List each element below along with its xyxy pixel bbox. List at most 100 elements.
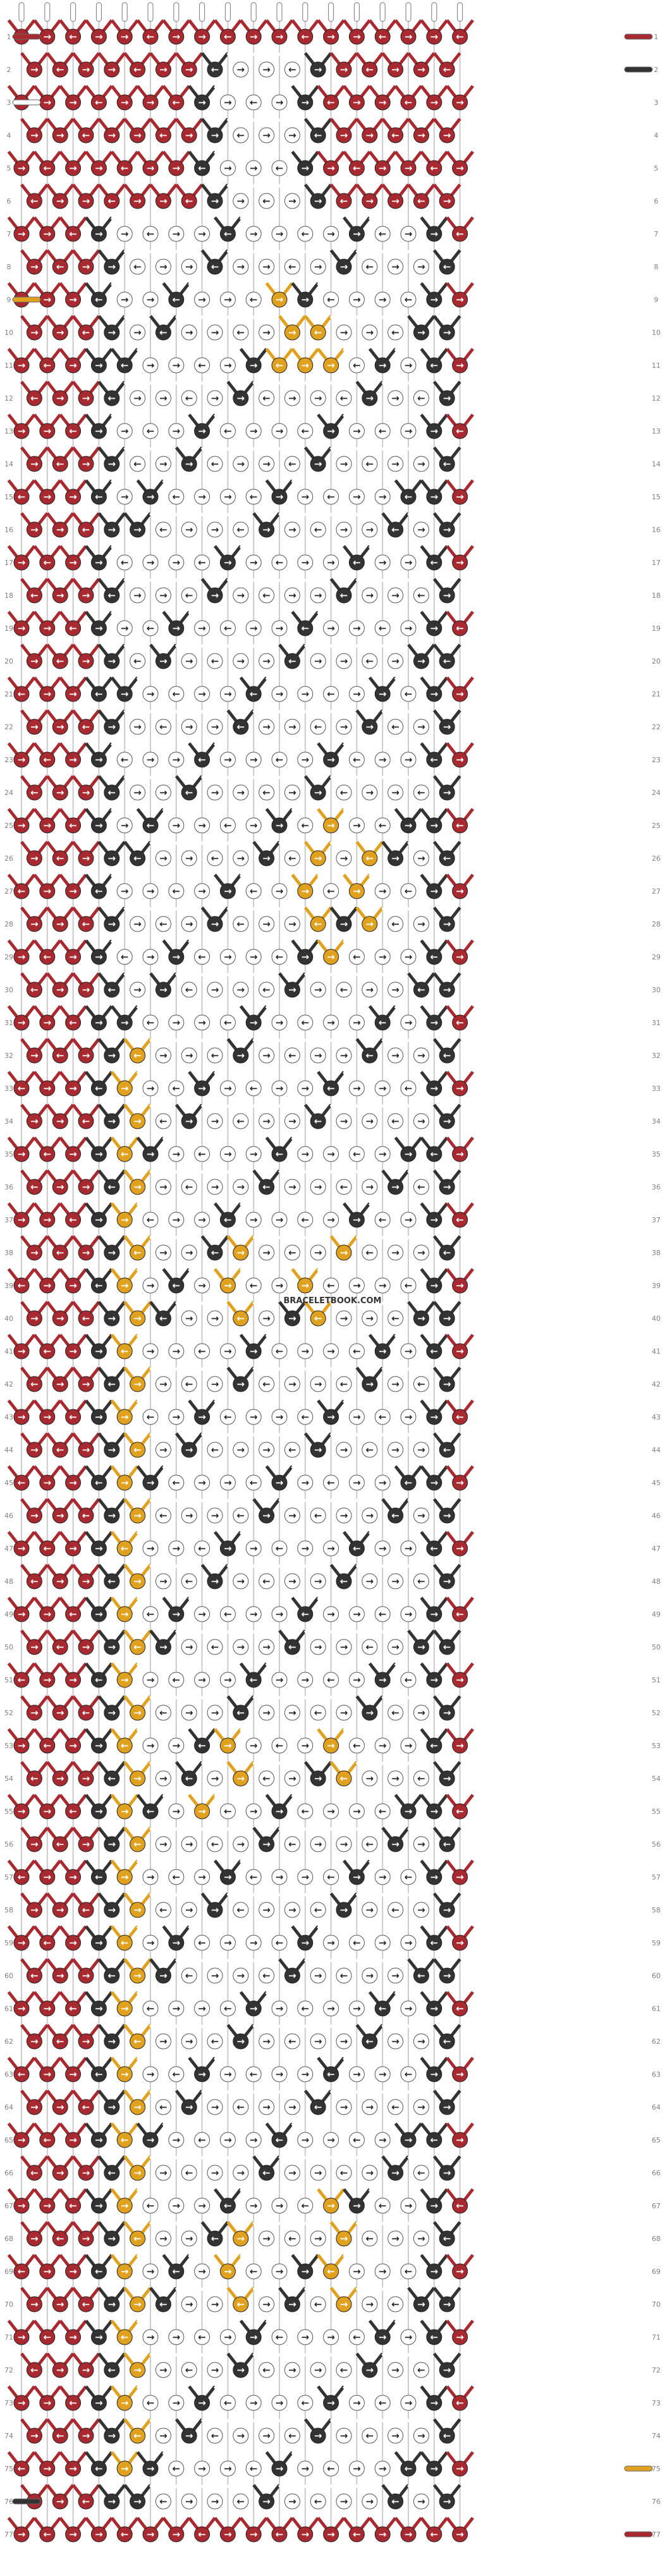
knot-arrow: → (173, 557, 181, 568)
knot-arrow: ← (456, 1411, 464, 1423)
knot-arrow: → (121, 491, 129, 502)
knot-arrow: ← (379, 1214, 387, 1225)
knot-arrow: → (147, 1280, 155, 1291)
knot-arrow: → (327, 2134, 335, 2146)
knot-arrow: → (366, 195, 374, 207)
knot-arrow: ← (18, 1280, 26, 1291)
knot-arrow: → (417, 130, 425, 141)
knot-arrow: ← (379, 1806, 387, 1817)
knot-arrow: → (185, 918, 193, 930)
knot-arrow: ← (56, 655, 64, 667)
knot-arrow: → (302, 1871, 310, 1883)
knot-arrow: ← (147, 2003, 155, 2014)
knot-arrow: → (430, 2069, 439, 2080)
knot-arrow: → (30, 1115, 39, 1127)
knot-arrow: ← (44, 557, 52, 568)
knot-arrow: ← (56, 458, 64, 470)
knot-arrow: → (82, 853, 90, 864)
knot-arrow: → (417, 1247, 425, 1258)
knot-arrow: → (18, 951, 26, 963)
knot-arrow: → (69, 491, 77, 502)
knot-arrow: → (430, 1674, 439, 1686)
knot-arrow: ← (456, 1608, 464, 1620)
knot-arrow: → (44, 31, 52, 42)
knot-arrow: → (391, 1181, 400, 1193)
knot-arrow: → (430, 885, 439, 897)
knot-arrow: → (340, 1247, 348, 1258)
knot-arrow: → (44, 1083, 52, 1094)
knot-arrow: ← (44, 1543, 52, 1554)
knot-arrow: → (159, 392, 168, 404)
knot-arrow: ← (173, 491, 181, 502)
knot-arrow: → (147, 491, 155, 502)
knot-arrow: ← (173, 294, 181, 305)
knot-arrow: ← (237, 130, 245, 141)
knot-arrow: → (159, 1838, 168, 1850)
knot-arrow: → (237, 1378, 245, 1390)
knot-arrow: ← (366, 1641, 374, 1653)
knot-arrow: → (288, 2101, 296, 2113)
knot-arrow: → (30, 1444, 39, 1455)
knot-arrow: → (262, 1444, 271, 1455)
knot-arrow: ← (82, 1904, 90, 1916)
knot-arrow: → (56, 2101, 64, 2113)
knot-arrow: → (443, 1115, 451, 1127)
knot-arrow: → (443, 1313, 451, 1324)
knot-arrow: ← (417, 1378, 425, 1390)
knot-arrow: → (95, 1806, 103, 1817)
knot-arrow: → (173, 1346, 181, 1357)
knot-arrow: → (405, 31, 413, 42)
knot-arrow: ← (340, 1378, 348, 1390)
knot-arrow: → (211, 327, 219, 338)
knot-arrow: → (314, 64, 322, 75)
knot-arrow: → (262, 261, 271, 272)
knot-arrow: ← (159, 1313, 168, 1324)
knot-arrow: ← (288, 853, 296, 864)
knot-arrow: → (353, 1608, 361, 1620)
knot-arrow: ← (340, 1181, 348, 1193)
knot-arrow: → (366, 1378, 374, 1390)
knot-arrow: → (121, 1214, 129, 1225)
knot-arrow: ← (159, 1904, 168, 1916)
knot-arrow: → (340, 1510, 348, 1521)
knot-arrow: ← (366, 64, 374, 75)
knot-arrow: → (82, 1838, 90, 1850)
knot-arrow: → (224, 1543, 232, 1554)
knot-arrow: ← (430, 754, 439, 765)
knot-arrow: → (417, 327, 425, 338)
knot-arrow: → (185, 2036, 193, 2047)
knot-arrow: → (44, 1608, 52, 1620)
knot-arrow: → (405, 820, 413, 831)
knot-arrow: → (430, 97, 439, 108)
knot-arrow: → (173, 754, 181, 765)
knot-arrow: → (302, 951, 310, 963)
knot-arrow: → (314, 1050, 322, 1061)
knot-arrow: ← (44, 162, 52, 174)
knot-arrow: → (173, 31, 181, 42)
knot-arrow: → (443, 392, 451, 404)
knot-arrow: ← (82, 130, 90, 141)
knot-arrow: ← (262, 1181, 271, 1193)
knot-arrow: ← (237, 1707, 245, 1718)
knot-arrow: → (366, 1773, 374, 1784)
knot-arrow: ← (121, 2134, 129, 2146)
knot-arrow: ← (56, 1838, 64, 1850)
knot-arrow: ← (456, 2003, 464, 2014)
knot-arrow: ← (314, 130, 322, 141)
knot-arrow: → (147, 162, 155, 174)
knot-arrow: → (30, 1510, 39, 1521)
knot-arrow: ← (250, 1674, 258, 1686)
knot-arrow: → (133, 1510, 142, 1521)
knot-arrow: → (69, 360, 77, 371)
knot-arrow: → (276, 1806, 284, 1817)
knot-arrow: → (82, 1444, 90, 1455)
knot-arrow: → (82, 2036, 90, 2047)
knot-arrow: → (211, 721, 219, 732)
knot-arrow: ← (173, 885, 181, 897)
knot-arrow: ← (314, 2101, 322, 2113)
knot-arrow: → (327, 162, 335, 174)
knot-arrow: → (108, 1050, 116, 1061)
knot-arrow: ← (302, 1017, 310, 1028)
knot-arrow: ← (250, 1083, 258, 1094)
knot-arrow: → (108, 261, 116, 272)
